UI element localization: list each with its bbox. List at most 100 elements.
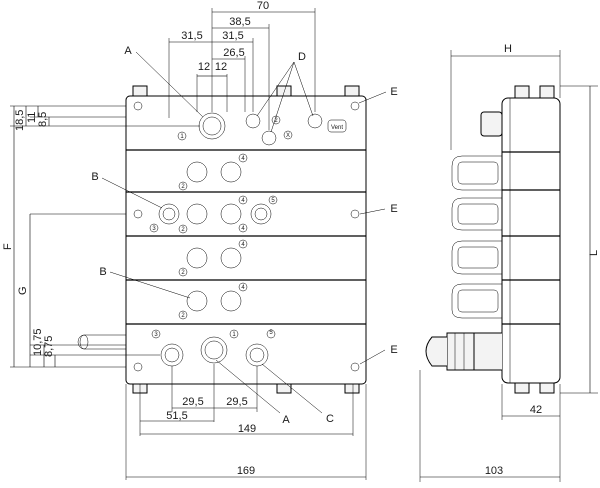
callout-D: D bbox=[298, 51, 306, 63]
port-number: 5 bbox=[269, 330, 273, 336]
callout-E-bottom: E bbox=[390, 344, 397, 356]
mounting-hole bbox=[350, 101, 360, 111]
callout-B-lower: B bbox=[99, 266, 106, 278]
dim-26-5: 26,5 bbox=[223, 47, 244, 59]
port-number: 2 bbox=[181, 227, 185, 233]
port-number: 4 bbox=[241, 198, 245, 204]
callout-A-bottom: A bbox=[282, 414, 290, 426]
port bbox=[186, 161, 208, 183]
dim-31-5-right: 31,5 bbox=[222, 30, 243, 42]
port bbox=[220, 290, 242, 312]
dim-G: G bbox=[17, 286, 29, 295]
port-threaded-inner bbox=[162, 207, 176, 221]
side-fitting bbox=[451, 283, 502, 319]
side-connector bbox=[473, 332, 502, 371]
dim-12-left: 12 bbox=[198, 61, 210, 73]
port-number: X bbox=[286, 133, 290, 139]
port-number: 4 bbox=[241, 242, 245, 248]
port-main-top-inner bbox=[202, 116, 222, 136]
dim-H: H bbox=[504, 43, 512, 55]
port-bottom-left-inner bbox=[164, 347, 180, 363]
mounting-hole bbox=[133, 101, 143, 111]
port-bottom-center-inner bbox=[204, 340, 224, 360]
side-fitting-inner bbox=[457, 289, 499, 313]
left-dimensions: 18,5 11 8,5 F G 10,75 8,75 bbox=[2, 105, 200, 368]
dim-103: 103 bbox=[485, 465, 503, 477]
side-nut bbox=[514, 85, 530, 99]
vent-label: Vent bbox=[331, 125, 343, 131]
side-fitting bbox=[451, 155, 502, 191]
side-connector-nut bbox=[446, 332, 475, 371]
callouts: A B B D E E E A C bbox=[91, 45, 397, 426]
dim-31-5-left: 31,5 bbox=[181, 30, 202, 42]
side-fitting-inner bbox=[457, 203, 499, 225]
side-connector-cap bbox=[425, 336, 447, 367]
top-dimensions: 70 38,5 31,5 31,5 26,5 12 12 bbox=[168, 0, 316, 130]
port-threaded bbox=[158, 203, 180, 225]
side-fitting-inner bbox=[457, 161, 499, 185]
side-fitting-top bbox=[480, 111, 503, 137]
dim-L: L bbox=[588, 250, 600, 256]
side-fitting bbox=[451, 197, 502, 231]
callout-E-middle: E bbox=[390, 203, 397, 215]
port bbox=[186, 203, 208, 225]
vent-plate bbox=[327, 119, 347, 133]
port-number: 2 bbox=[181, 270, 185, 276]
dim-18-5: 18,5 bbox=[14, 110, 26, 131]
port bbox=[220, 203, 242, 225]
dim-29-5-right: 29,5 bbox=[226, 396, 247, 408]
dim-8-5: 8,5 bbox=[37, 112, 49, 127]
port-number: 1 bbox=[180, 134, 184, 140]
dim-42: 42 bbox=[530, 404, 542, 416]
side-nut bbox=[514, 382, 530, 394]
side-pipe bbox=[77, 334, 126, 350]
tie-rod-center-top bbox=[276, 85, 292, 97]
port-bottom-center bbox=[200, 336, 228, 364]
dim-51-5: 51,5 bbox=[166, 410, 187, 422]
callout-B-upper: B bbox=[91, 171, 98, 183]
side-nut bbox=[539, 85, 555, 99]
side-view: H L 42 103 bbox=[419, 43, 600, 482]
port-threaded-inner bbox=[254, 207, 268, 221]
pilot-port bbox=[245, 113, 261, 129]
port-number: 4 bbox=[241, 226, 245, 232]
port-number: 3 bbox=[152, 226, 156, 232]
port-number: 4 bbox=[241, 156, 245, 162]
dim-29-5-left: 29,5 bbox=[182, 396, 203, 408]
port bbox=[186, 290, 208, 312]
dim-149: 149 bbox=[238, 423, 256, 435]
tie-rod-right-top bbox=[344, 85, 360, 97]
tie-rod-left-top bbox=[132, 85, 148, 97]
port-number: 2 bbox=[181, 184, 185, 190]
port bbox=[220, 247, 242, 269]
mounting-hole bbox=[350, 362, 360, 372]
side-body bbox=[501, 97, 561, 384]
port bbox=[186, 247, 208, 269]
port-number: 2 bbox=[181, 313, 185, 319]
dim-12-right: 12 bbox=[215, 61, 227, 73]
side-pipe-end bbox=[79, 334, 89, 350]
dim-11: 11 bbox=[26, 112, 38, 123]
port bbox=[220, 161, 242, 183]
dim-F: F bbox=[2, 243, 14, 250]
port-number: 1 bbox=[232, 332, 236, 338]
port-threaded bbox=[250, 203, 272, 225]
side-nut bbox=[539, 382, 555, 394]
mounting-hole bbox=[133, 362, 143, 372]
dim-8-75: 8,75 bbox=[43, 336, 55, 357]
mounting-hole bbox=[350, 209, 360, 219]
port-number: 3 bbox=[154, 332, 158, 338]
callout-A-top: A bbox=[124, 45, 132, 57]
mounting-hole bbox=[133, 209, 143, 219]
pilot-port bbox=[261, 130, 277, 146]
front-view: Vent 1 2 X 4 2 4 3 2 bbox=[2, 0, 398, 480]
pilot-port bbox=[307, 113, 323, 129]
port-number: 5 bbox=[271, 198, 275, 204]
dim-169: 169 bbox=[237, 465, 255, 477]
port-bottom-right-inner bbox=[249, 347, 265, 363]
callout-C: C bbox=[326, 413, 334, 425]
side-fitting-inner bbox=[457, 246, 499, 269]
port-number: 2 bbox=[274, 118, 278, 124]
dim-38-5: 38,5 bbox=[229, 16, 250, 28]
